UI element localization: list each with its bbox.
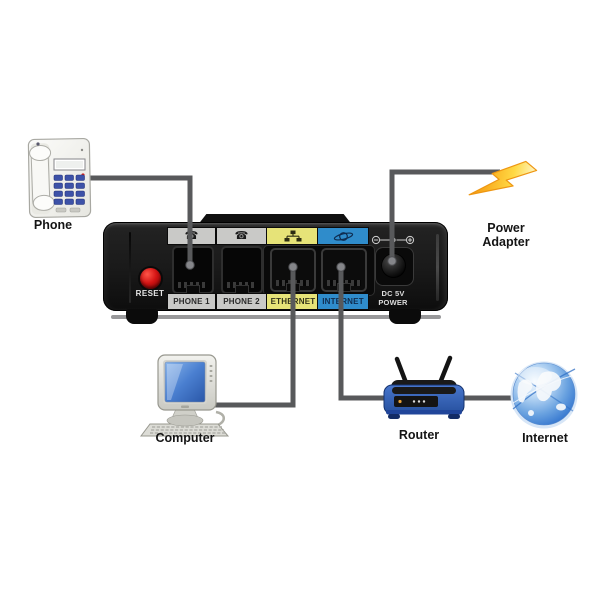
phone1-port: [172, 246, 214, 294]
polarity-icon: [371, 235, 415, 245]
internet-label: Internet: [522, 431, 568, 445]
voip-adapter-device: RESET ☎ PHONE 1 ☎ PHONE 2: [103, 214, 448, 334]
router-label: Router: [398, 428, 440, 442]
telephone-icon: ☎: [184, 229, 199, 242]
ethernet-port: [270, 248, 316, 292]
port-group-phone1: ☎ PHONE 1: [168, 228, 215, 309]
wireless-router-icon: [383, 355, 465, 419]
reset-button: [140, 268, 161, 289]
saturn-globe-icon: [333, 231, 353, 241]
reset-label: RESET: [135, 289, 165, 298]
internet-globe-icon: [510, 361, 578, 429]
dc-power-jack: [375, 247, 414, 286]
phone2-icon-strip: ☎: [217, 228, 266, 244]
adapter-foot-left: [126, 309, 158, 324]
desk-phone-icon: [27, 137, 92, 219]
adapter-foot-right: [389, 309, 421, 324]
phone2-port: [221, 246, 263, 294]
ethernet-network-icon: [284, 230, 302, 242]
lightning-bolt-icon: [468, 160, 538, 196]
desktop-computer-icon: [140, 354, 230, 437]
power-adapter-label: Power Adapter: [482, 221, 530, 249]
internet-icon-strip: [318, 228, 368, 244]
phone-label: Phone: [33, 218, 73, 232]
phone1-icon-strip: ☎: [168, 228, 215, 244]
telephone-icon: ☎: [234, 229, 249, 242]
ethernet-icon-strip: [267, 228, 319, 244]
phone1-label: PHONE 1: [168, 294, 215, 309]
dc-power-area: DC 5V POWER: [361, 228, 425, 309]
port-group-phone2: ☎ PHONE 2: [217, 228, 266, 309]
adapter-rear-panel: RESET ☎ PHONE 1 ☎ PHONE 2: [103, 222, 448, 311]
computer-label: Computer: [155, 431, 215, 445]
port-group-ethernet: ETHERNET: [267, 228, 319, 309]
ethernet-label: ETHERNET: [267, 294, 319, 309]
dc-power-label: DC 5V POWER: [378, 289, 408, 307]
phone2-label: PHONE 2: [217, 294, 266, 309]
